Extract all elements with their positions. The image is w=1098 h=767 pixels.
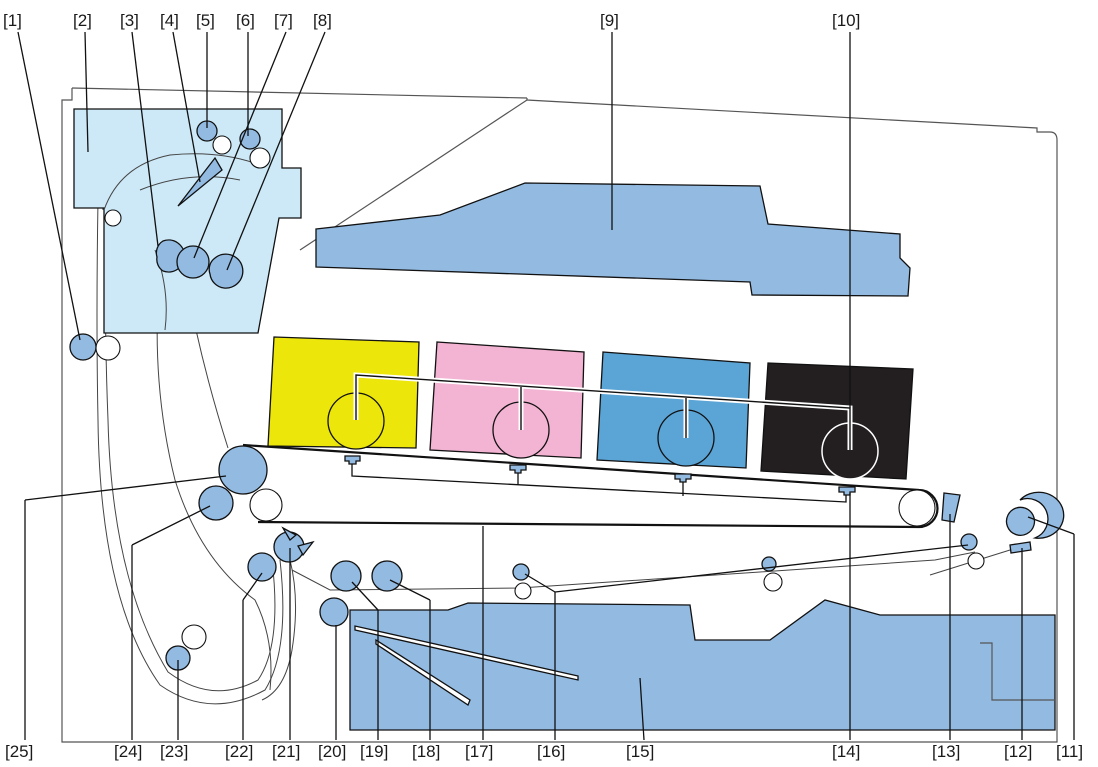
pickup-roller-20 [319, 597, 349, 627]
paper-cassette [349, 599, 1056, 731]
cassette-lift-plate [354, 625, 579, 681]
callout-label-25: [25] [5, 742, 33, 761]
callout-label-12: [12] [1004, 742, 1032, 761]
callout-label-11: [11] [1056, 742, 1083, 761]
callout-label-15: [15] [626, 742, 654, 761]
belt-drive-roller [898, 489, 936, 527]
callout-leaders [17, 31, 1075, 741]
feed-idler-right [763, 572, 783, 592]
callout-label-10: [10] [832, 11, 860, 30]
adf-idler-roller-3 [104, 209, 122, 227]
primary-transfer-rollers [344, 455, 856, 503]
drum-leader-bracket [353, 372, 853, 450]
pickup-roller-18 [371, 560, 403, 592]
callout-label-4: [4] [160, 11, 179, 30]
roller-1 [69, 333, 97, 361]
laser-scanner-unit [315, 182, 911, 297]
callout-label-6: [6] [236, 11, 255, 30]
callout-label-23: [23] [160, 742, 188, 761]
adf-housing [73, 108, 302, 334]
secondary-transfer-roller [218, 445, 268, 495]
callout-label-7: [7] [274, 11, 293, 30]
adf-idler-roller-1 [212, 135, 232, 155]
callout-label-13: [13] [932, 742, 960, 761]
callout-label-20: [20] [318, 742, 346, 761]
registration-roller-13 [960, 533, 978, 551]
machine-frame [61, 88, 1058, 743]
callout-label-16: [16] [537, 742, 565, 761]
callout-labels: [1] [2] [3] [4] [5] [6] [7] [8] [9] [10]… [3, 11, 1083, 761]
registration-idler [967, 552, 985, 570]
callout-label-5: [5] [196, 11, 215, 30]
belt-cleaner [941, 492, 961, 523]
adf-idler-roller-2 [249, 147, 271, 169]
callout-label-22: [22] [225, 742, 253, 761]
callout-label-2: [2] [73, 11, 92, 30]
adf-roller-8 [208, 253, 244, 289]
fixing-assembly [1005, 491, 1065, 539]
callout-label-17: [17] [465, 742, 493, 761]
duplex-idler [181, 624, 207, 650]
callout-label-19: [19] [360, 742, 388, 761]
belt-inner-roller [249, 488, 283, 522]
roller-21-guide [281, 526, 315, 557]
cassette-lift-arm [375, 638, 471, 706]
feed-idler-16 [514, 582, 532, 600]
intermediate-transfer-belt [242, 443, 939, 529]
roller-22 [247, 552, 277, 582]
fixing-sensor-12 [1009, 541, 1032, 554]
callout-label-21: [21] [272, 742, 300, 761]
callout-label-9: [9] [600, 11, 619, 30]
callout-label-8: [8] [313, 11, 332, 30]
adf-roller-7 [176, 245, 210, 279]
callout-label-3: [3] [120, 11, 139, 30]
callout-label-24: [24] [114, 742, 142, 761]
callout-label-1: [1] [3, 11, 22, 30]
roller-1-idler [95, 335, 121, 361]
secondary-transfer-outer-roller [198, 485, 234, 521]
callout-label-18: [18] [412, 742, 440, 761]
upper-frame-diagonal [299, 99, 528, 251]
callout-label-14: [14] [832, 742, 860, 761]
feed-roller-16 [512, 563, 530, 581]
feed-roller-right [761, 556, 777, 572]
cassette-inner-line [980, 642, 1055, 701]
